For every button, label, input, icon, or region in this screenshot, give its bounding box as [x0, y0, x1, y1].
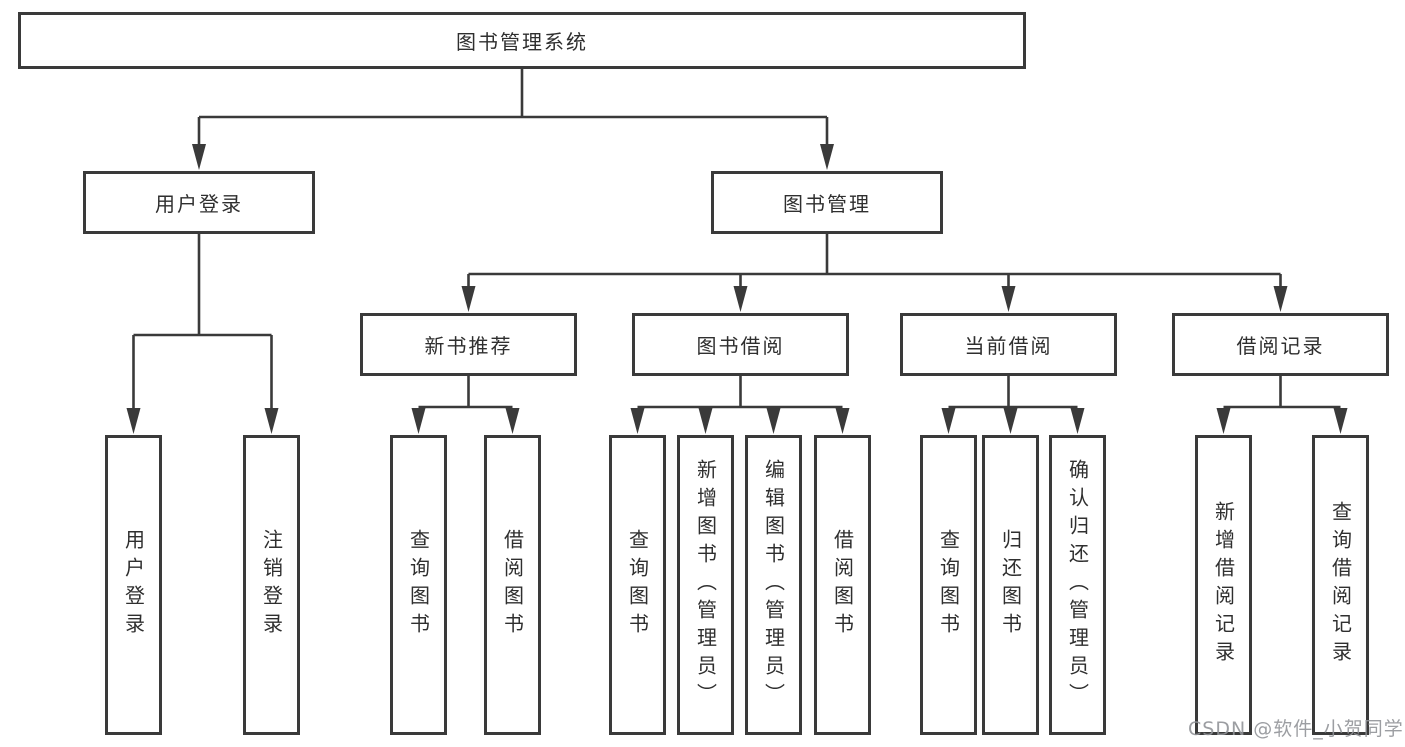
- leaf-newrec-borrow-books: 借阅图书: [484, 435, 541, 735]
- node-user-login: 用户登录: [83, 171, 315, 234]
- node-borrowing-records: 借阅记录: [1172, 313, 1389, 376]
- arrowheads: [126, 144, 1348, 434]
- leaf-records-query-record: 查询借阅记录: [1312, 435, 1369, 735]
- watermark: CSDN @软件_小贺同学: [1188, 718, 1404, 740]
- node-current-borrowing: 当前借阅: [900, 313, 1117, 376]
- leaf-borrow-edit-books-admin: 编辑图书（管理员）: [745, 435, 802, 735]
- node-library-management-system: 图书管理系统: [18, 12, 1026, 69]
- leaf-records-add-record: 新增借阅记录: [1195, 435, 1252, 735]
- leaf-current-confirm-return-admin: 确认归还（管理员）: [1049, 435, 1106, 735]
- node-book-borrowing: 图书借阅: [632, 313, 849, 376]
- node-new-book-recommend: 新书推荐: [360, 313, 577, 376]
- leaf-user-login: 用户登录: [105, 435, 162, 735]
- leaf-current-return-books: 归还图书: [982, 435, 1039, 735]
- leaf-newrec-query-books: 查询图书: [390, 435, 447, 735]
- leaf-borrow-query-books: 查询图书: [609, 435, 666, 735]
- leaf-logout: 注销登录: [243, 435, 300, 735]
- node-book-management: 图书管理: [711, 171, 943, 234]
- leaf-borrow-add-books-admin: 新增图书（管理员）: [677, 435, 734, 735]
- leaf-borrow-borrow-books: 借阅图书: [814, 435, 871, 735]
- tree-edges: [132, 68, 1341, 410]
- leaf-current-query-books: 查询图书: [920, 435, 977, 735]
